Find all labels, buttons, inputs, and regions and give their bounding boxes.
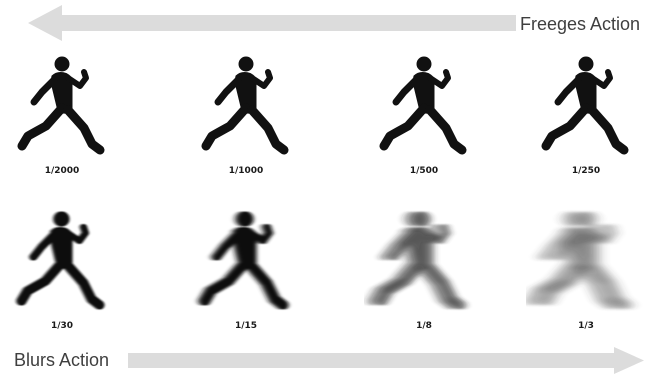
- shutter-speed-label: 1/15: [186, 321, 306, 331]
- runner-blurred-icon: [364, 205, 484, 317]
- runner-tile: 1/3: [526, 205, 646, 355]
- runner-tile: 1/8: [364, 205, 484, 355]
- freeze-arrow-shape: [28, 5, 516, 41]
- runner-blurred-icon: [2, 205, 122, 317]
- runner-tile: 1/500: [364, 50, 484, 200]
- runner-tile: 1/15: [186, 205, 306, 355]
- runner-tile: 1/2000: [2, 50, 122, 200]
- shutter-speed-label: 1/500: [364, 166, 484, 176]
- runner-blurred-icon: [186, 205, 306, 317]
- freeze-arrow: [28, 5, 516, 41]
- runner-tile: 1/1000: [186, 50, 306, 200]
- runner-tile: 1/30: [2, 205, 122, 355]
- shutter-speed-label: 1/30: [2, 321, 122, 331]
- shutter-speed-label: 1/3: [526, 321, 646, 331]
- runner-blurred-icon: [526, 205, 646, 317]
- runner-figure-icon: [526, 50, 646, 162]
- runner-figure-icon: [364, 50, 484, 162]
- runner-figure-icon: [186, 50, 306, 162]
- freeze-action-label: Freeges Action: [520, 14, 640, 35]
- runner-figure-icon: [2, 50, 122, 162]
- shutter-speed-label: 1/2000: [2, 166, 122, 176]
- shutter-speed-label: 1/250: [526, 166, 646, 176]
- shutter-speed-label: 1/8: [364, 321, 484, 331]
- shutter-speed-label: 1/1000: [186, 166, 306, 176]
- runner-tile: 1/250: [526, 50, 646, 200]
